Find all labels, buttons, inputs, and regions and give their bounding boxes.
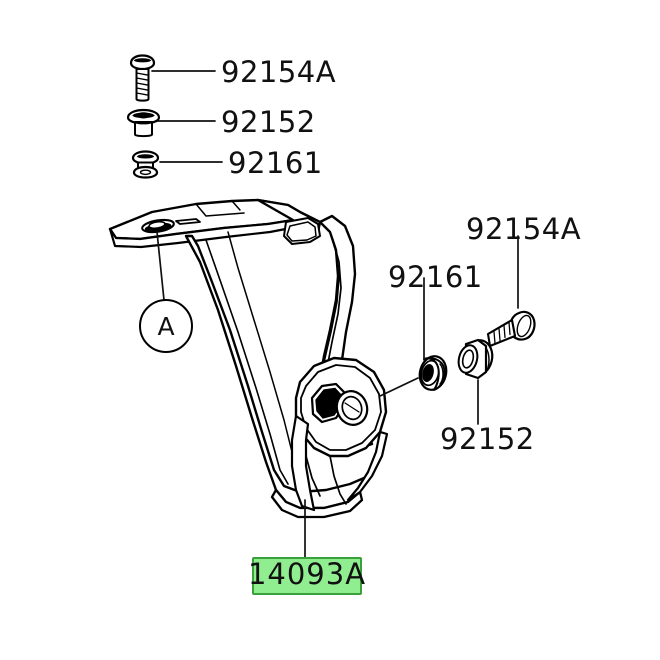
label-92161-top: 92161 xyxy=(228,146,323,180)
part-92161-grommet-right xyxy=(418,355,448,391)
part-92152-nut-top xyxy=(126,108,161,138)
part-92152-nut-right xyxy=(457,338,494,380)
label-92154a-top: 92154A xyxy=(221,55,336,89)
label-92161-right: 92161 xyxy=(388,260,483,294)
callout-a-label: A xyxy=(157,312,174,341)
part-92161-grommet-top xyxy=(131,150,160,179)
leader-line-92161-right-hook xyxy=(379,377,419,397)
callout-a-circle xyxy=(139,299,193,353)
callout-a: A xyxy=(139,231,193,353)
part-92154a-bolt-right xyxy=(486,310,536,348)
part-14093a-cover-bracket xyxy=(108,198,389,519)
label-92154a-right: 92154A xyxy=(466,212,581,246)
part-92154a-bolt-top xyxy=(129,54,156,102)
highlight-box xyxy=(252,557,362,595)
highlighted-part-label-14093a: 14093A xyxy=(248,557,366,595)
label-92152-right: 92152 xyxy=(440,422,535,456)
label-92152-top: 92152 xyxy=(221,105,316,139)
label-14093a: 14093A xyxy=(248,557,366,591)
